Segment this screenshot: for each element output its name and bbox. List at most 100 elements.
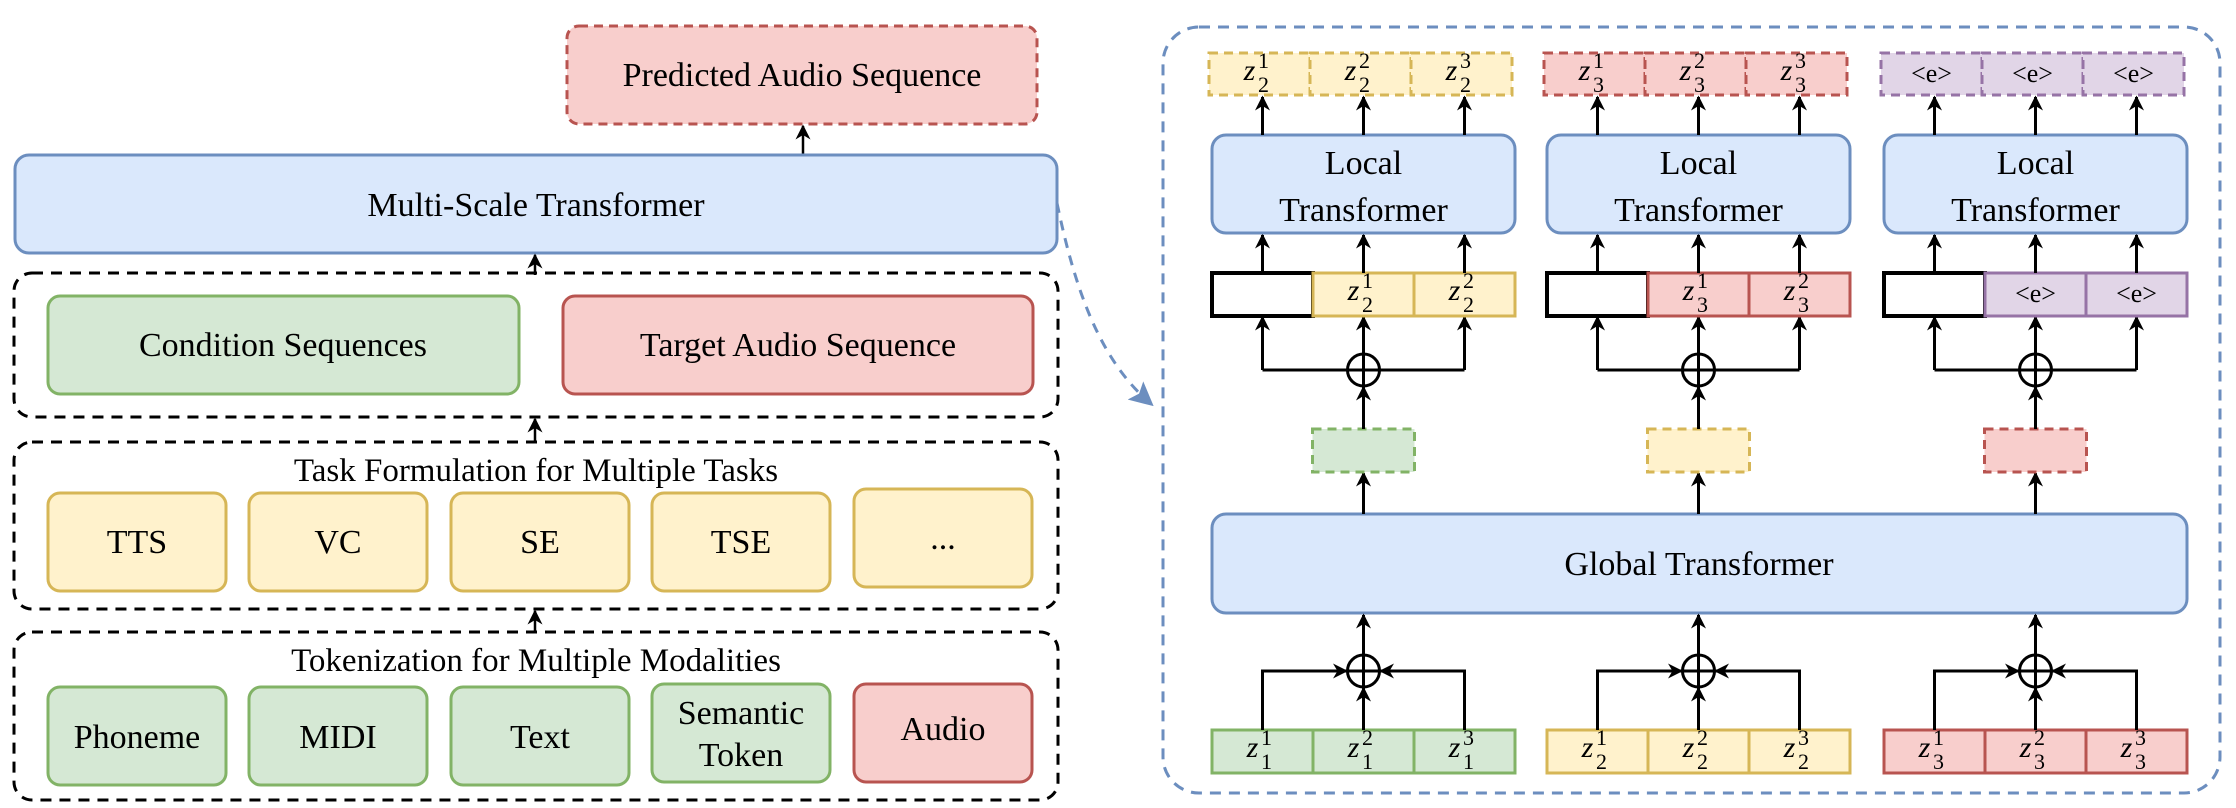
- add-operator-icon: [2018, 653, 2053, 689]
- token-subscript: 2: [1460, 72, 1471, 97]
- modality-label: Text: [510, 719, 570, 756]
- modality-label: Audio: [901, 711, 986, 748]
- target-audio-sequence-box: Target Audio Sequence: [561, 294, 1035, 396]
- task-label: VC: [314, 524, 361, 561]
- token-base: z: [1344, 54, 1357, 87]
- token-superscript: 2: [1463, 268, 1474, 293]
- task-label: SE: [520, 524, 560, 561]
- task-label: TSE: [711, 524, 771, 561]
- end-token-label: <e>: [2113, 59, 2154, 88]
- merge-line-left: [1261, 669, 1347, 730]
- token-subscript: 1: [1463, 749, 1474, 774]
- output-token-strip: <e><e><e>: [1879, 51, 2186, 97]
- end-token-label: <e>: [2012, 59, 2053, 88]
- add-operator-icon: [1681, 653, 1716, 689]
- add-operator-icon: [1681, 352, 1716, 388]
- sequence-container: Condition Sequences Target Audio Sequenc…: [12, 271, 1060, 419]
- token-subscript: 3: [1795, 72, 1806, 97]
- token-superscript: 2: [1359, 48, 1370, 73]
- token-base: z: [1246, 731, 1259, 764]
- global-transformer-label: Global Transformer: [1564, 546, 1834, 583]
- local-input-token: <e>: [2084, 271, 2189, 318]
- predicted-audio-sequence-label: Predicted Audio Sequence: [623, 57, 982, 94]
- token-base: z: [1347, 731, 1360, 764]
- merge-line-left: [1596, 669, 1682, 730]
- token-subscript: 2: [1362, 292, 1373, 317]
- right-panel-frame: [1161, 25, 2222, 795]
- tokenization-title: Tokenization for Multiple Modalities: [291, 643, 781, 679]
- modality-label-line1: Semantic: [678, 695, 805, 732]
- token-subscript: 3: [1798, 292, 1809, 317]
- token-base: z: [1783, 274, 1796, 307]
- modality-box: Audio: [852, 682, 1034, 784]
- local-transformer-label-line2: Transformer: [1279, 192, 1448, 229]
- task-box: VC: [247, 491, 429, 593]
- task-label: ...: [930, 520, 956, 557]
- token-superscript: 3: [1460, 48, 1471, 73]
- modality-box: Phoneme: [46, 685, 228, 787]
- token-superscript: 2: [2034, 725, 2045, 750]
- task-label: TTS: [107, 524, 167, 561]
- output-token: <e>: [2081, 51, 2186, 97]
- global-output-embedding: [1983, 427, 2088, 474]
- token-subscript: 2: [1697, 749, 1708, 774]
- local-input-empty-slot: [1882, 271, 1987, 318]
- zoom-connector-arrow: [1055, 202, 1154, 407]
- token-superscript: 1: [1596, 725, 1607, 750]
- local-transformer-label-line2: Transformer: [1951, 192, 2120, 229]
- token-subscript: 1: [1362, 749, 1373, 774]
- token-superscript: 3: [2135, 725, 2146, 750]
- merge-line-right: [1715, 669, 1801, 730]
- task-formulation-title: Task Formulation for Multiple Tasks: [294, 453, 778, 489]
- token-base: z: [1448, 274, 1461, 307]
- end-token-label: <e>: [2116, 279, 2157, 308]
- global-transformer-box: Global Transformer: [1210, 512, 2189, 615]
- multi-scale-transformer-box: Multi-Scale Transformer: [13, 153, 1059, 255]
- token-subscript: 2: [1798, 749, 1809, 774]
- global-output-embedding: [1646, 427, 1751, 474]
- token-base: z: [1578, 54, 1591, 87]
- target-audio-sequence-label: Target Audio Sequence: [640, 327, 956, 364]
- token-superscript: 3: [1798, 725, 1809, 750]
- token-superscript: 2: [1694, 48, 1705, 73]
- add-operator-icon: [2018, 352, 2053, 388]
- local-transformer-label-line1: Local: [1325, 145, 1402, 182]
- condition-sequences-label: Condition Sequences: [139, 327, 427, 364]
- token-superscript: 1: [1261, 725, 1272, 750]
- token-subscript: 2: [1258, 72, 1269, 97]
- token-subscript: 2: [1596, 749, 1607, 774]
- task-box: ...: [852, 487, 1034, 589]
- token-subscript: 1: [1261, 749, 1272, 774]
- local-input-token: <e>: [1983, 271, 2088, 318]
- token-base: z: [1581, 731, 1594, 764]
- token-base: z: [1243, 54, 1256, 87]
- token-superscript: 3: [1463, 725, 1474, 750]
